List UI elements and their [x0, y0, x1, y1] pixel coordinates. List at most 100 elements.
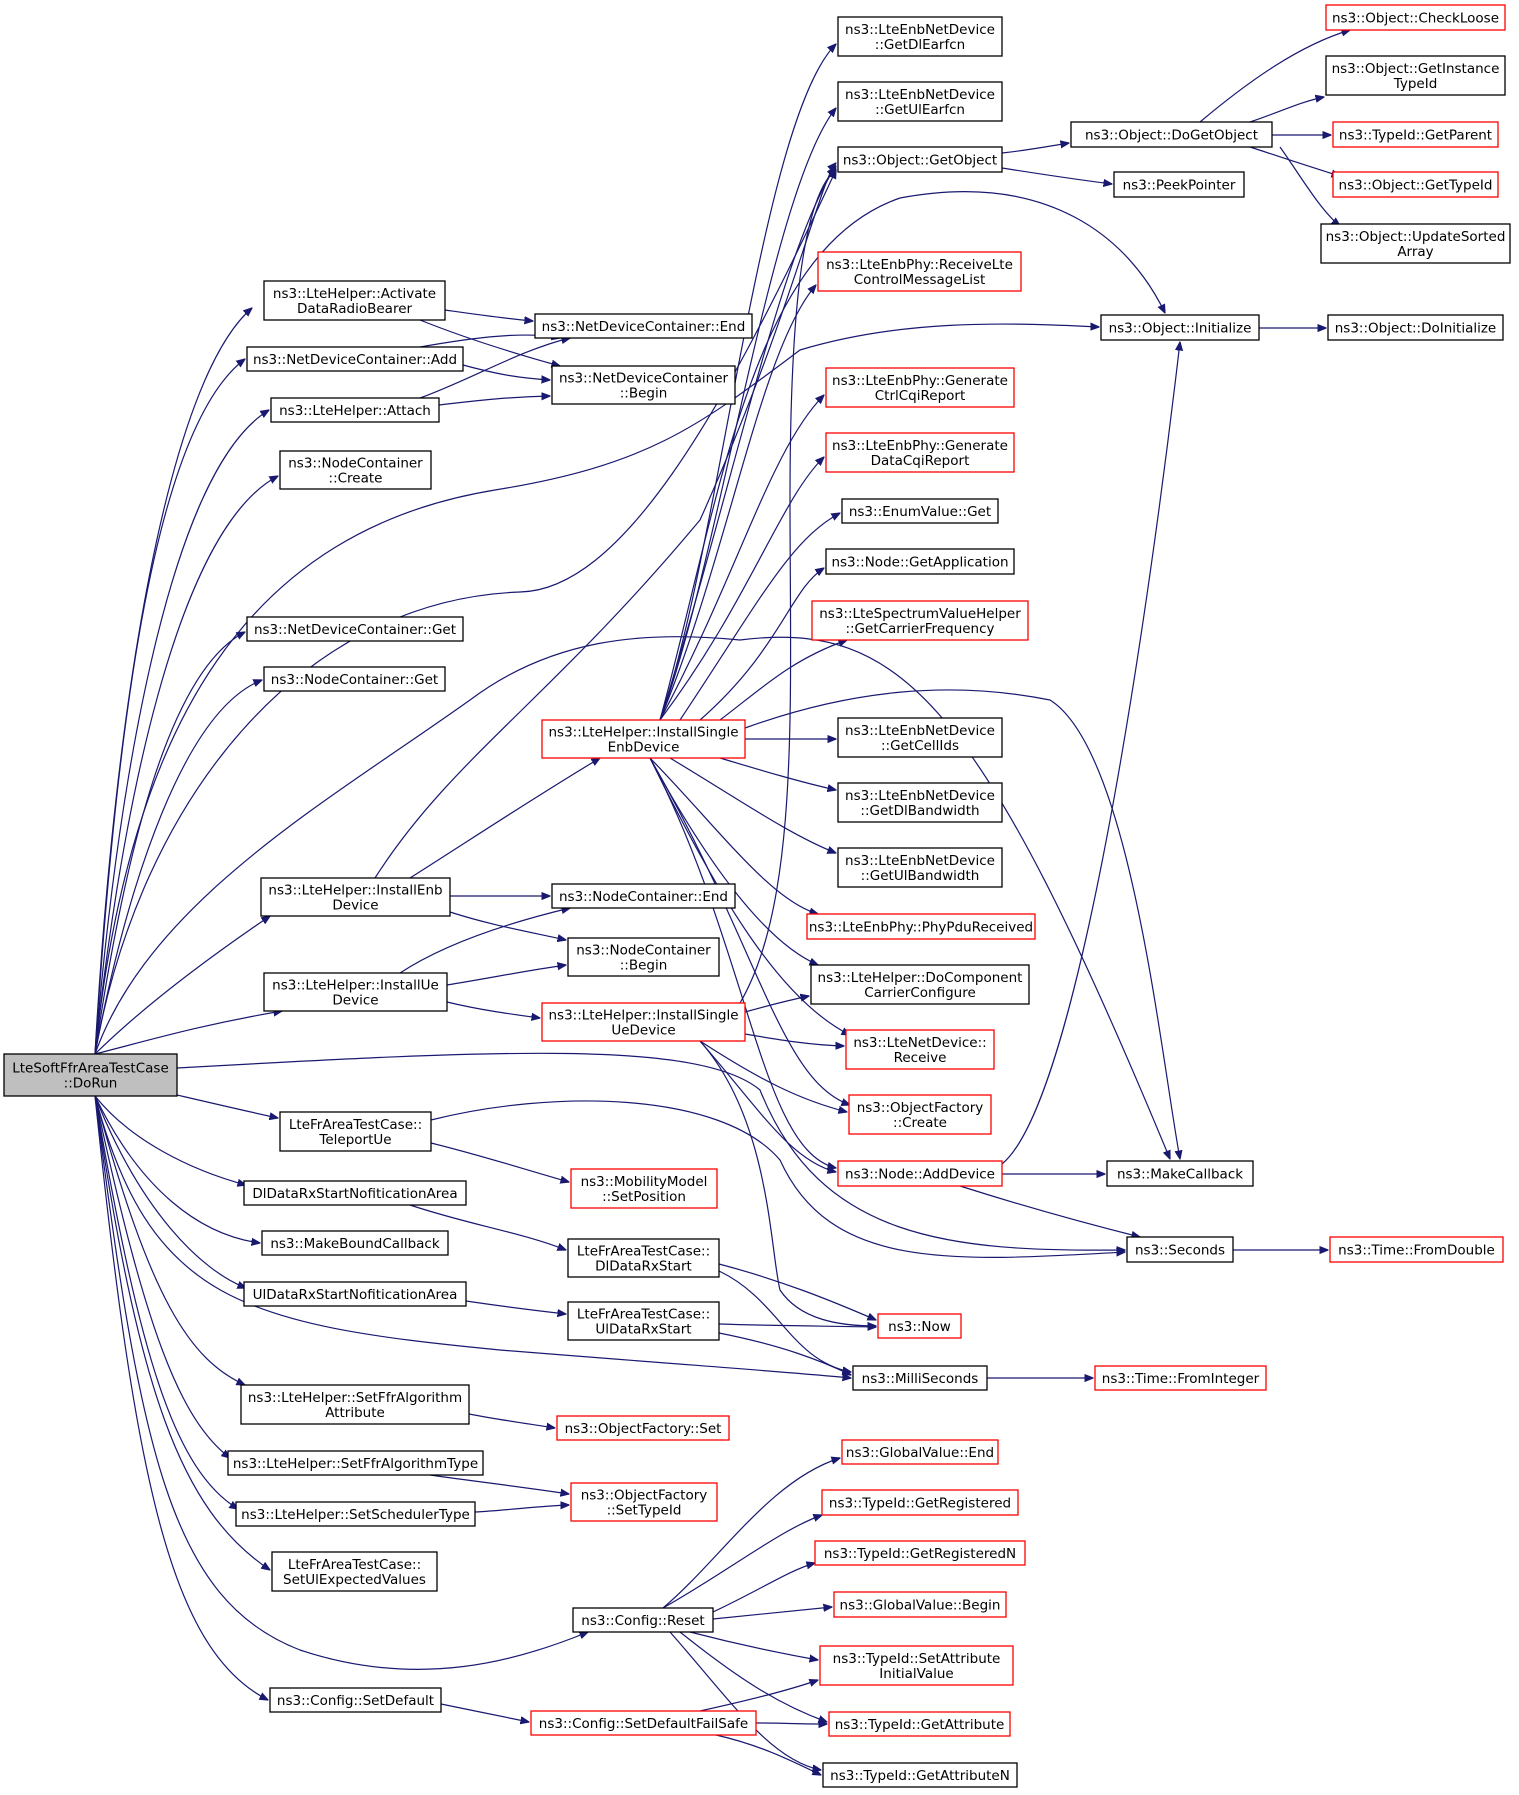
- function-node-cfgSetDefault[interactable]: ns3::Config::SetDefault: [269, 1687, 442, 1713]
- node-label-line: ::DoRun: [64, 1076, 118, 1092]
- function-node-getUlEarfcn[interactable]: ns3::LteEnbNetDevice::GetUlEarfcn: [837, 81, 1003, 122]
- function-node-nodeAddDevice[interactable]: ns3::Node::AddDevice: [837, 1160, 1003, 1187]
- call-edge-root-to-cfgReset: [94, 1095, 588, 1670]
- function-node-milliSeconds[interactable]: ns3::MilliSeconds: [852, 1365, 988, 1391]
- function-node-peekPointer[interactable]: ns3::PeekPointer: [1113, 171, 1245, 198]
- function-node-doGetObject[interactable]: ns3::Object::DoGetObject: [1070, 121, 1273, 148]
- node-box: [1329, 1236, 1504, 1263]
- function-node-tidGetParent[interactable]: ns3::TypeId::GetParent: [1332, 121, 1499, 148]
- function-node-setFfrType[interactable]: ns3::LteHelper::SetFfrAlgorithmType: [227, 1450, 484, 1476]
- function-node-phyPduRecv[interactable]: ns3::LteEnbPhy::PhyPduReceived: [806, 913, 1036, 940]
- node-box: [877, 1313, 962, 1339]
- call-edge-instSingleEnb-to-getObject: [659, 166, 836, 721]
- node-box: [837, 1160, 1003, 1187]
- function-node-recvLteCtrl[interactable]: ns3::LteEnbPhy::ReceiveLteControlMessage…: [817, 251, 1022, 292]
- function-node-makeBound[interactable]: ns3::MakeBoundCallback: [261, 1230, 449, 1256]
- call-edge-attach-to-ndcEnd: [419, 338, 570, 399]
- call-edge-installEnb-to-ncBegin: [449, 911, 566, 940]
- call-edge-cfgSetDefFS-to-tidSetAttrInit: [699, 1680, 818, 1712]
- function-node-checkLoose[interactable]: ns3::Object::CheckLoose: [1325, 4, 1506, 31]
- node-label-line: ::SetTypeId: [607, 1503, 682, 1519]
- node-box: [263, 972, 448, 1012]
- function-node-ndcBegin[interactable]: ns3::NetDeviceContainer::Begin: [551, 365, 736, 405]
- call-edge-cfgSetDefFS-to-tidGetAttr: [755, 1723, 827, 1724]
- function-node-ofCreate[interactable]: ns3::ObjectFactory::Create: [848, 1094, 992, 1135]
- function-node-tidGetAttrN[interactable]: ns3::TypeId::GetAttributeN: [822, 1762, 1018, 1788]
- node-label-line: ::GetUlEarfcn: [875, 102, 965, 118]
- call-edge-instSingleEnb-to-nodeAddDevice: [649, 757, 836, 1168]
- function-node-tidGetReg[interactable]: ns3::TypeId::GetRegistered: [821, 1489, 1019, 1516]
- function-node-dlRxStart[interactable]: LteFrAreaTestCase::DlDataRxStart: [567, 1238, 720, 1278]
- function-node-dlNotif[interactable]: DlDataRxStartNofiticationArea: [243, 1180, 467, 1206]
- function-node-tidGetAttr[interactable]: ns3::TypeId::GetAttribute: [828, 1711, 1011, 1737]
- function-node-ofSetTypeId[interactable]: ns3::ObjectFactory::SetTypeId: [570, 1482, 718, 1522]
- node-label-line: ns3::MakeBoundCallback: [270, 1236, 440, 1252]
- function-node-root[interactable]: LteSoftFfrAreaTestCase::DoRun: [3, 1053, 178, 1097]
- function-node-nodeGetApp[interactable]: ns3::Node::GetApplication: [825, 548, 1015, 575]
- call-edge-root-to-milliSeconds: [94, 1095, 851, 1378]
- function-node-lteNetRecv[interactable]: ns3::LteNetDevice::Receive: [845, 1029, 995, 1070]
- function-node-objGetTypeId[interactable]: ns3::Object::GetTypeId: [1332, 171, 1499, 198]
- call-edge-instSingleEnb-to-lteNetRecv: [649, 757, 850, 1035]
- node-box: [1325, 55, 1506, 96]
- function-node-getCellIds[interactable]: ns3::LteEnbNetDevice::GetCellIds: [837, 717, 1003, 758]
- function-node-timeFromInt[interactable]: ns3::Time::FromInteger: [1094, 1365, 1267, 1391]
- function-node-now[interactable]: ns3::Now: [877, 1313, 962, 1339]
- function-node-gvEnd[interactable]: ns3::GlobalValue::End: [841, 1439, 999, 1465]
- function-node-makeCallback[interactable]: ns3::MakeCallback: [1106, 1160, 1254, 1187]
- node-box: [1332, 121, 1499, 148]
- function-node-getUlBw[interactable]: ns3::LteEnbNetDevice::GetUlBandwidth: [837, 847, 1003, 888]
- function-node-ncCreate[interactable]: ns3::NodeContainer::Create: [279, 450, 432, 490]
- node-box: [243, 1180, 467, 1206]
- function-node-ncGet[interactable]: ns3::NodeContainer::Get: [263, 666, 446, 692]
- function-node-ulRxStart[interactable]: LteFrAreaTestCase::UlDataRxStart: [567, 1301, 720, 1341]
- node-label-line: ns3::LteEnbNetDevice: [845, 723, 995, 739]
- function-node-cfgSetDefFS[interactable]: ns3::Config::SetDefaultFailSafe: [530, 1710, 757, 1736]
- function-node-ncBegin[interactable]: ns3::NodeContainer::Begin: [567, 937, 720, 977]
- function-node-attach[interactable]: ns3::LteHelper::Attach: [270, 397, 440, 423]
- node-label-line: ns3::TypeId::GetRegisteredN: [824, 1546, 1016, 1562]
- function-node-doCompCarrier[interactable]: ns3::LteHelper::DoComponentCarrierConfig…: [810, 964, 1030, 1005]
- function-node-setUlExp[interactable]: LteFrAreaTestCase::SetUlExpectedValues: [271, 1551, 438, 1592]
- call-edge-installEnb-to-getObject: [374, 163, 836, 879]
- call-edge-teleport-to-mobSetPos: [430, 1142, 569, 1182]
- function-node-seconds[interactable]: ns3::Seconds: [1126, 1236, 1234, 1263]
- function-node-ncEnd[interactable]: ns3::NodeContainer::End: [551, 883, 736, 909]
- function-node-enumGet[interactable]: ns3::EnumValue::Get: [841, 498, 999, 524]
- function-node-cfgReset[interactable]: ns3::Config::Reset: [572, 1607, 714, 1633]
- function-node-tidGetRegN[interactable]: ns3::TypeId::GetRegisteredN: [814, 1540, 1026, 1566]
- node-label-line: ns3::MilliSeconds: [862, 1371, 979, 1387]
- call-edge-ulNotif-to-ulRxStart: [465, 1300, 566, 1314]
- node-box: [837, 16, 1003, 57]
- node-label-line: ::GetDlEarfcn: [875, 37, 965, 53]
- function-node-getDlBw[interactable]: ns3::LteEnbNetDevice::GetDlBandwidth: [837, 782, 1003, 823]
- function-node-ofSet[interactable]: ns3::ObjectFactory::Set: [556, 1415, 730, 1441]
- function-node-doInitialize[interactable]: ns3::Object::DoInitialize: [1327, 314, 1504, 341]
- function-node-timeFromDouble[interactable]: ns3::Time::FromDouble: [1329, 1236, 1504, 1263]
- function-node-getCarrierFreq[interactable]: ns3::LteSpectrumValueHelper::GetCarrierF…: [811, 600, 1029, 641]
- function-node-setSched[interactable]: ns3::LteHelper::SetSchedulerType: [235, 1501, 476, 1527]
- function-node-getDlEarfcn[interactable]: ns3::LteEnbNetDevice::GetDlEarfcn: [837, 16, 1003, 57]
- node-label-line: ns3::ObjectFactory: [581, 1488, 708, 1504]
- function-node-ulNotif[interactable]: UlDataRxStartNofiticationArea: [243, 1281, 467, 1307]
- function-node-teleport[interactable]: LteFrAreaTestCase::TeleportUe: [279, 1111, 432, 1152]
- function-node-ndcAdd[interactable]: ns3::NetDeviceContainer::Add: [246, 346, 464, 372]
- function-node-mobSetPos[interactable]: ns3::MobilityModel::SetPosition: [570, 1168, 718, 1209]
- function-node-ndcGet[interactable]: ns3::NetDeviceContainer::Get: [246, 616, 464, 642]
- function-node-ndcEnd[interactable]: ns3::NetDeviceContainer::End: [534, 313, 753, 339]
- function-node-objInitialize[interactable]: ns3::Object::Initialize: [1100, 314, 1260, 341]
- node-box: [530, 1710, 757, 1736]
- function-node-gvBegin[interactable]: ns3::GlobalValue::Begin: [833, 1591, 1007, 1618]
- function-node-getObject[interactable]: ns3::Object::GetObject: [837, 146, 1003, 173]
